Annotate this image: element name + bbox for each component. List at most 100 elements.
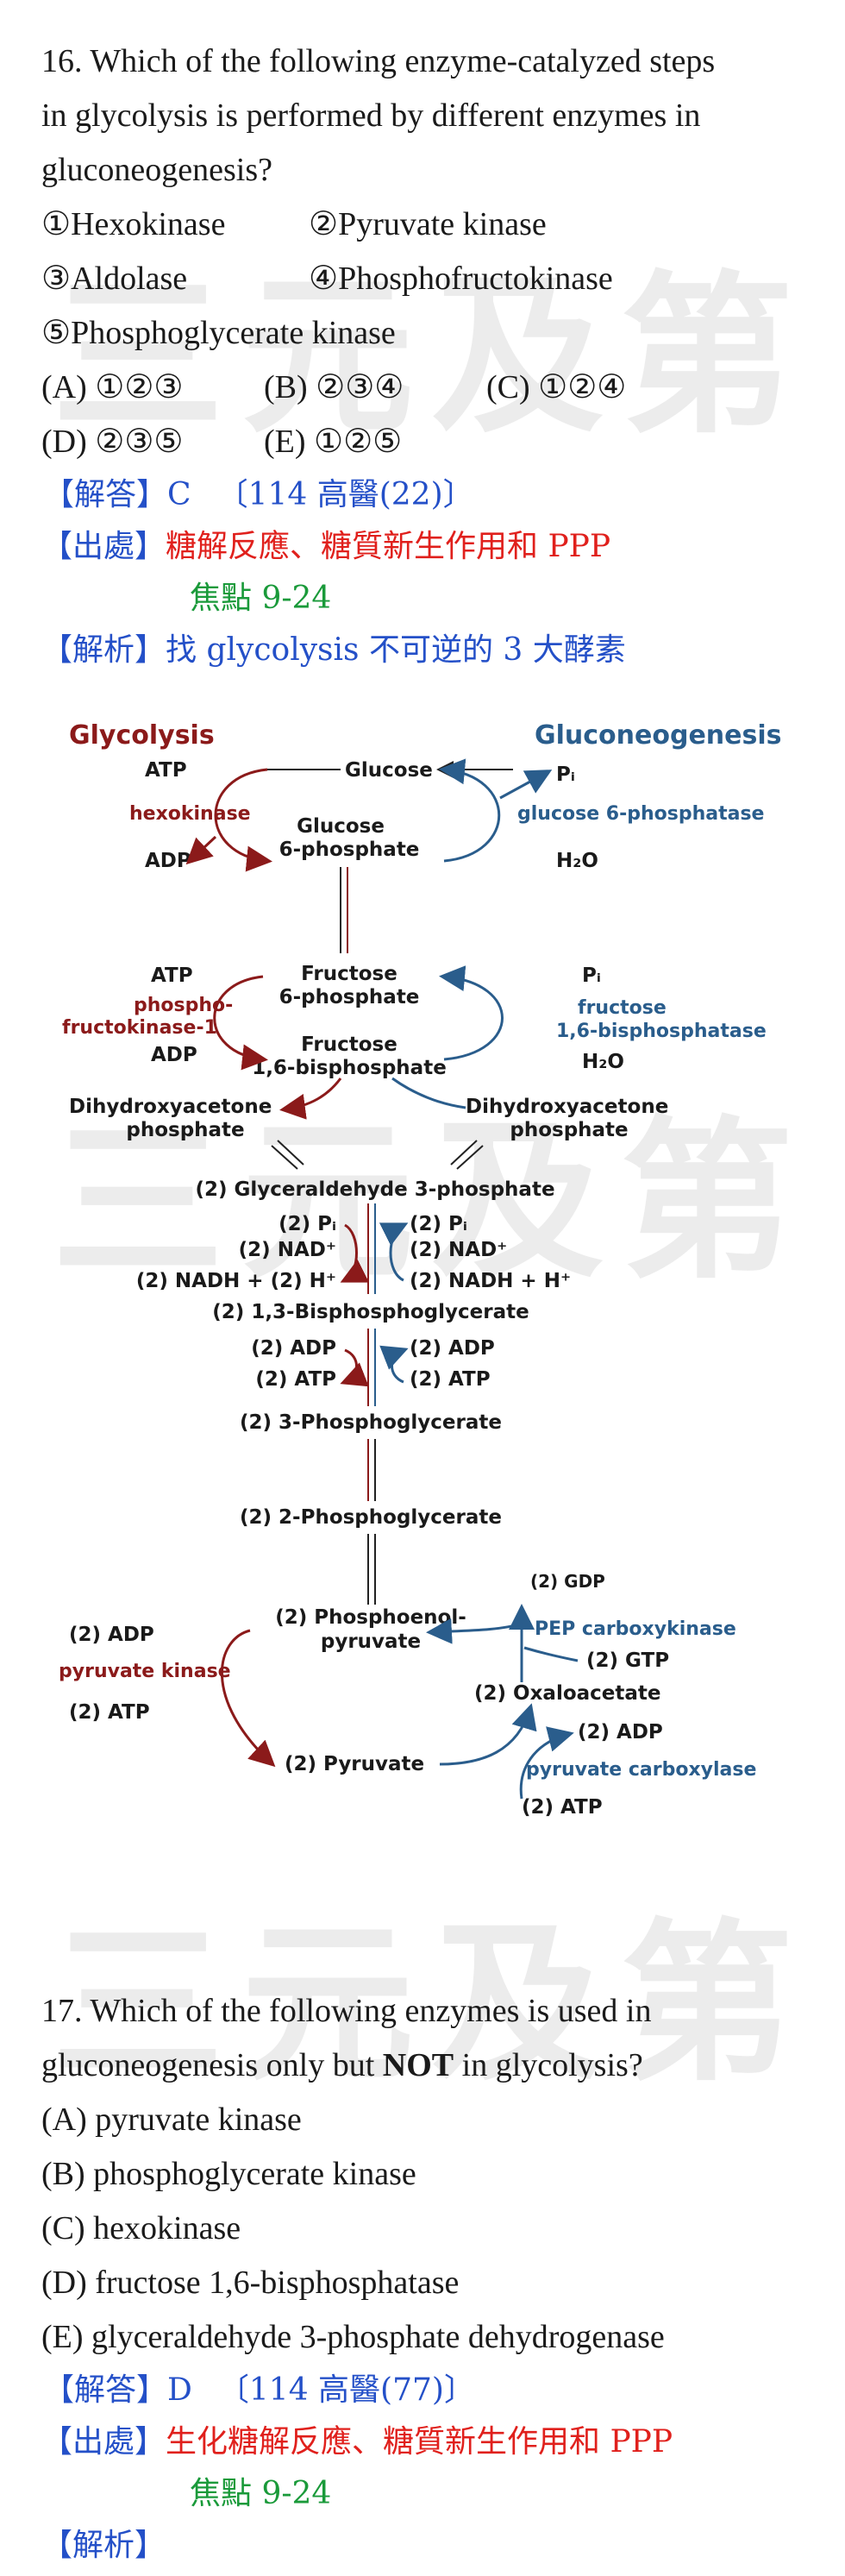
f6p-label: Fructose xyxy=(301,963,397,985)
enzyme-item: ③Aldolase xyxy=(41,261,188,297)
pepck-arrow xyxy=(426,1618,523,1644)
dhap-right-label: phosphate xyxy=(510,1119,628,1141)
pyruvate-kinase-arrow xyxy=(220,1629,276,1768)
stem-emphasis: NOT xyxy=(382,2047,454,2083)
explanation-text: 找 glycolysis 不可逆的 3 大酵素 xyxy=(166,632,626,668)
choice-b: (B) ②③④ xyxy=(264,369,404,405)
f16bp-label: 1,6-bisphosphate xyxy=(252,1057,447,1079)
adp-label: (2) ADP xyxy=(410,1337,495,1360)
h2o-label: H₂O xyxy=(556,850,598,872)
pfk-arrow xyxy=(213,975,268,1071)
f16bp-label: Fructose xyxy=(301,1034,397,1056)
nad-label: (2) NAD⁺ xyxy=(410,1239,507,1261)
atp-label: (2) ATP xyxy=(69,1701,150,1724)
source-label: 【出處】 xyxy=(41,2424,166,2460)
nadh-label: (2) NADH + H⁺ xyxy=(410,1270,571,1292)
fbpase-label: 1,6-bisphosphatase xyxy=(556,1021,767,1042)
source-line: 【出處】生化糖解反應、糖質新生作用和 PPP xyxy=(41,2416,817,2468)
nad-label: (2) NAD⁺ xyxy=(239,1239,336,1261)
answer-reference: 〔114 高醫(22)〕 xyxy=(216,477,474,512)
answer-value: C xyxy=(167,477,191,512)
glycolysis-title: Glycolysis xyxy=(69,720,215,751)
pyruvate-kinase-label: pyruvate kinase xyxy=(59,1661,231,1682)
explanation-line: 【解析】找 glycolysis 不可逆的 3 大酵素 xyxy=(41,625,817,676)
option-a: (A) pyruvate kinase xyxy=(41,2102,302,2138)
tpi-arrow xyxy=(456,1145,484,1170)
g6pase-arrow xyxy=(439,758,501,863)
question-stem-line: gluconeogenesis? xyxy=(41,152,273,188)
enzyme-item-row: ③Aldolase ④Phosphofructokinase xyxy=(41,252,817,306)
option-d: (D) fructose 1,6-bisphosphatase xyxy=(41,2265,460,2301)
question-stem-line: 17. Which of the following enzymes is us… xyxy=(41,1993,652,2029)
pep-label: (2) Phosphoenol- xyxy=(275,1606,466,1629)
pc-label: pyruvate carboxylase xyxy=(526,1759,756,1781)
g6p-label: Glucose xyxy=(297,815,385,838)
atp-label: (2) ATP xyxy=(410,1368,491,1391)
tpi-arrow xyxy=(271,1145,298,1170)
enzyme-item: ⑤Phosphoglycerate kinase xyxy=(41,315,396,351)
source-text: 生化糖解反應、糖質新生作用和 PPP xyxy=(166,2424,673,2460)
g6p-label: 6-phosphate xyxy=(279,839,420,861)
adp-release-arrow xyxy=(185,835,217,865)
adp-label: (2) ADP xyxy=(251,1337,336,1360)
pi-label: Pᵢ xyxy=(556,763,575,786)
pg3-label: (2) 3-Phosphoglycerate xyxy=(240,1411,502,1434)
source-text: 糖解反應、糖質新生作用和 PPP xyxy=(166,529,611,564)
focus-line: 焦點 9-24 xyxy=(190,581,332,616)
gdp-label: (2) GDP xyxy=(530,1571,605,1592)
gluconeogenesis-title: Gluconeogenesis xyxy=(535,720,782,751)
explanation-label: 【解析】 xyxy=(41,2528,166,2563)
atp-label: (2) ATP xyxy=(522,1796,603,1819)
answer-reference: 〔114 高醫(77)〕 xyxy=(217,2372,475,2408)
pfk-label: fructokinase-1 xyxy=(62,1017,217,1039)
pc-arrow xyxy=(439,1703,537,1766)
choice-c: (C) ①②④ xyxy=(486,369,627,405)
option-b: (B) phosphoglycerate kinase xyxy=(41,2156,416,2192)
pgk-cofactor-arrow xyxy=(340,1348,369,1387)
oaa-label: (2) Oxaloacetate xyxy=(474,1682,661,1705)
pc-adp-arrow xyxy=(519,1726,574,1800)
answer-line: 【解答】C 〔114 高醫(22)〕 xyxy=(41,469,817,521)
pgk-cofactor-arrow xyxy=(379,1345,409,1384)
answer-label: 【解答】 xyxy=(43,2372,168,2408)
answer-line: 【解答】D 〔114 高醫(77)〕 xyxy=(41,2365,817,2416)
gap-label: (2) Glyceraldehyde 3-phosphate xyxy=(195,1178,554,1201)
question-16: 16. Which of the following enzyme-cataly… xyxy=(41,35,817,676)
h2o-label: H₂O xyxy=(582,1051,624,1073)
focus-line: 焦點 9-24 xyxy=(190,2476,332,2511)
pep-label: pyruvate xyxy=(321,1630,421,1653)
hexokinase-label: hexokinase xyxy=(129,803,251,825)
option-e: (E) glyceraldehyde 3-phosphate dehydroge… xyxy=(41,2319,665,2355)
dhap-right-label: Dihydroxyacetone xyxy=(466,1096,668,1118)
tpi-arrow xyxy=(450,1140,478,1165)
pi-label: (2) Pᵢ xyxy=(279,1213,336,1235)
g6pase-label: glucose 6-phosphatase xyxy=(517,803,764,825)
watermark: 三元及第 xyxy=(52,1904,811,2105)
pi-release-arrow xyxy=(499,770,553,800)
question-stem-line: gluconeogenesis only but NOT in glycolys… xyxy=(41,2039,817,2093)
pi-label: (2) Pᵢ xyxy=(410,1213,467,1235)
source-label: 【出處】 xyxy=(41,529,166,564)
dhap-left-label: phosphate xyxy=(126,1119,244,1141)
pepck-label: PEP carboxykinase xyxy=(535,1618,736,1640)
glucose-label: Glucose xyxy=(345,759,433,782)
tpi-arrow xyxy=(277,1140,304,1165)
atp-label: ATP xyxy=(145,759,187,782)
watermark: 三元及第 xyxy=(52,256,811,457)
choice-a: (A) ①②③ xyxy=(41,369,184,405)
enzyme-item-row: ①Hexokinase ②Pyruvate kinase xyxy=(41,198,817,252)
pg2-label: (2) 2-Phosphoglycerate xyxy=(240,1506,502,1529)
watermark: 三元及第 xyxy=(52,1102,811,1303)
choice-row: (A) ①②③ (B) ②③④ (C) ①②④ xyxy=(41,361,817,415)
fbpase-arrow xyxy=(439,965,504,1061)
gapdh-cofactor-arrow xyxy=(340,1223,370,1283)
answer-label: 【解答】 xyxy=(43,477,168,512)
adp-label: ADP xyxy=(151,1044,197,1066)
hexokinase-arrow xyxy=(214,768,272,872)
atp-label: (2) ATP xyxy=(255,1368,336,1391)
source-line: 【出處】糖解反應、糖質新生作用和 PPP xyxy=(41,521,817,573)
f6p-label: 6-phosphate xyxy=(279,986,420,1008)
explanation-line: 【解析】 xyxy=(41,2520,817,2572)
aldolase-reverse-arrow xyxy=(391,1077,466,1109)
answer-value: D xyxy=(167,2372,192,2408)
